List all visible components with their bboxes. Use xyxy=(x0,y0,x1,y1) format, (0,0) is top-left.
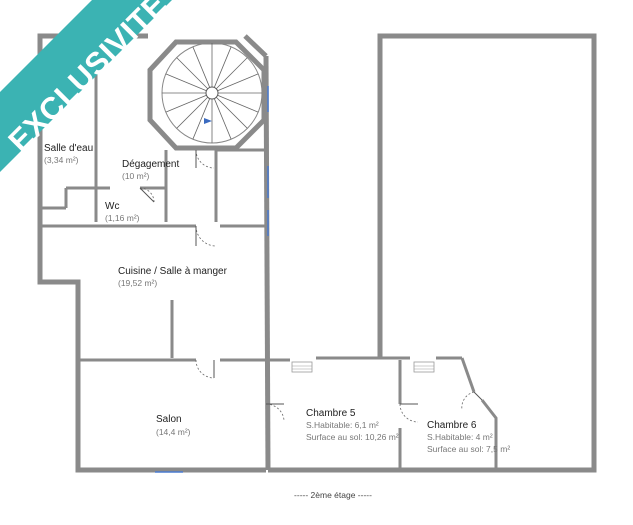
salle-deau-name: Salle d'eau xyxy=(44,143,93,154)
spiral-staircase xyxy=(147,39,267,151)
chambre6-sol: Surface au sol: 7,5 m² xyxy=(427,444,510,454)
floor-caption: ----- 2ème étage ----- xyxy=(294,490,372,500)
chambre6-name: Chambre 6 xyxy=(427,420,477,431)
stair-step xyxy=(165,94,207,113)
stair-step xyxy=(215,96,248,129)
left-windows xyxy=(155,86,269,473)
chambre6-habitable: S.Habitable: 4 m² xyxy=(427,432,493,442)
stair-step xyxy=(213,46,232,88)
doors xyxy=(139,149,483,423)
cuisine-name: Cuisine / Salle à manger xyxy=(118,266,228,277)
left-building-walls xyxy=(37,33,271,473)
stair-step xyxy=(176,57,209,90)
wc-name: Wc xyxy=(105,201,119,212)
wc-area: (1,16 m²) xyxy=(105,213,140,223)
stair-step xyxy=(192,98,211,140)
stair-step xyxy=(215,57,248,90)
stair-step xyxy=(176,96,209,129)
salon-name: Salon xyxy=(156,414,182,425)
degagement-name: Dégagement xyxy=(122,159,179,170)
salon-area: (14,4 m²) xyxy=(156,427,191,437)
stair-step xyxy=(213,98,232,140)
salle-deau-area: (3,34 m²) xyxy=(44,155,79,165)
stair-step xyxy=(192,46,211,88)
stair-step xyxy=(165,73,207,92)
right-building-walls xyxy=(268,33,597,473)
right-windows xyxy=(291,361,435,373)
chambre5-name: Chambre 5 xyxy=(306,408,356,419)
stair-step xyxy=(217,94,259,113)
chambre5-sol: Surface au sol: 10,26 m² xyxy=(306,432,399,442)
chambre5-habitable: S.Habitable: 6,1 m² xyxy=(306,420,379,430)
stair-step xyxy=(217,73,259,92)
room-labels: Salle d'eau (3,34 m²) Dégagement (10 m²)… xyxy=(44,143,510,454)
degagement-area: (10 m²) xyxy=(122,171,150,181)
cuisine-area: (19,52 m²) xyxy=(118,278,157,288)
